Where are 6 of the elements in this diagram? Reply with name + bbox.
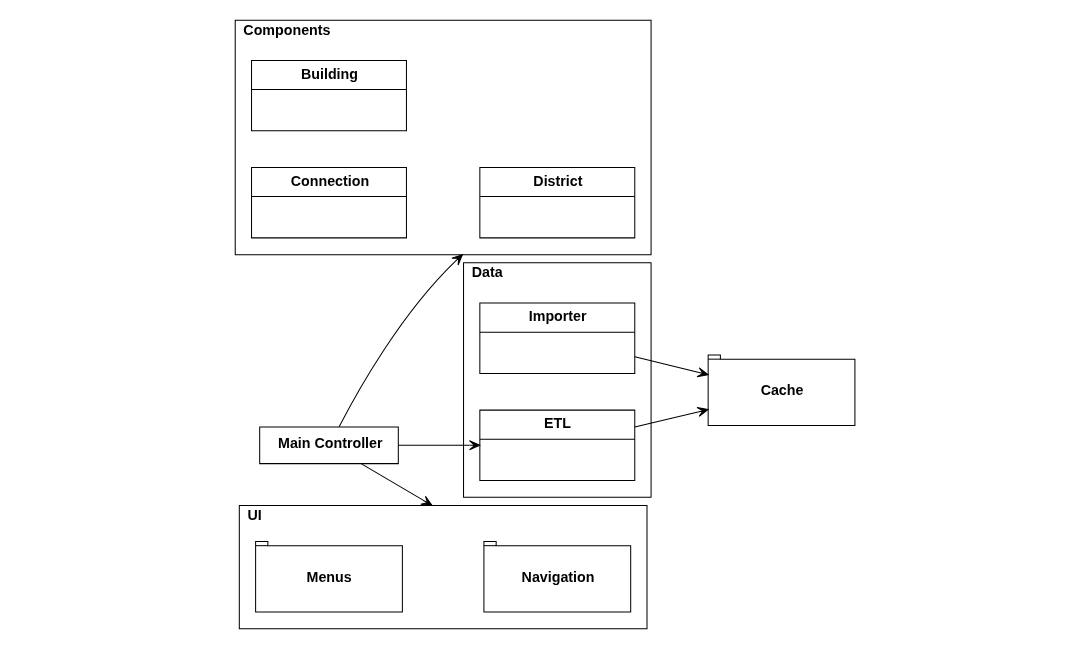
node-box: Main Controller — [258, 426, 399, 465]
arrow — [633, 356, 709, 378]
arrow — [338, 254, 463, 428]
arrow — [397, 440, 480, 451]
arrow — [360, 463, 432, 506]
arrow — [633, 406, 709, 428]
